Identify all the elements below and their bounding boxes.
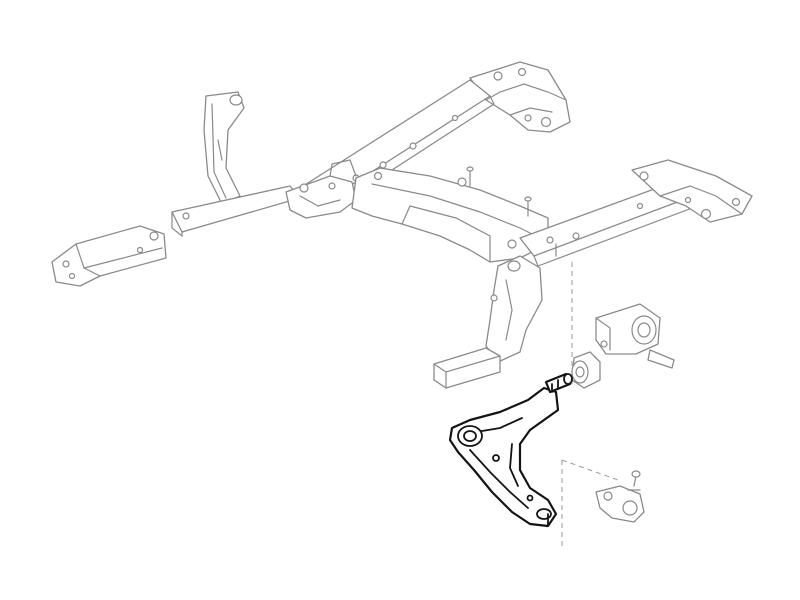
- mounting-studs: [466, 166, 557, 257]
- right-support-leg: [485, 255, 543, 363]
- front-right-mount-bracket: [631, 159, 753, 223]
- central-cradle-body: [351, 167, 549, 263]
- ball-joint: [595, 470, 645, 523]
- center-pivot-bracket: [285, 159, 360, 219]
- lower-control-arm[interactable]: [448, 372, 573, 528]
- subframe-assembly: [51, 61, 753, 389]
- lower-front-foot: [433, 347, 501, 389]
- assembly-guide-lines: [561, 262, 619, 546]
- left-end-bracket: [51, 225, 167, 287]
- left-tower-arm: [203, 91, 245, 205]
- rear-bushing-bracket: [595, 303, 675, 369]
- control-arm-bushing: [571, 351, 601, 389]
- rear-right-mount-bracket: [469, 61, 571, 133]
